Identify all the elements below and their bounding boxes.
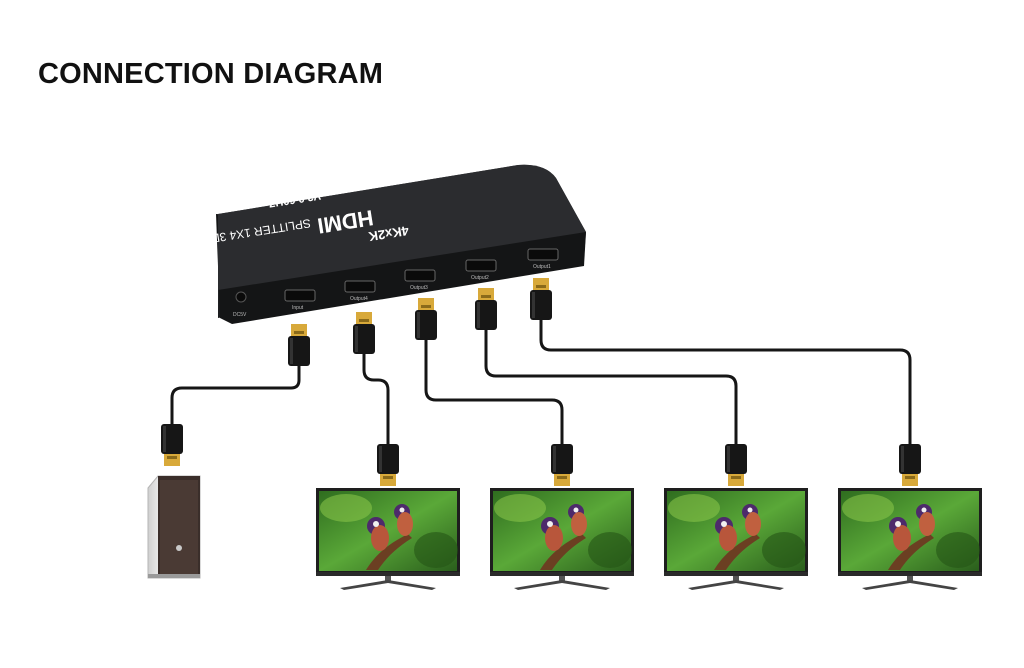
tv-monitor-icon — [838, 488, 982, 590]
cable-output1 — [539, 318, 912, 445]
hdmi-plug-icon — [353, 312, 375, 354]
hdmi-plug-icon — [530, 278, 552, 320]
tv-monitor-icon — [490, 488, 634, 590]
tv-monitor-icon — [316, 488, 460, 590]
port-input-label: Input — [292, 305, 304, 311]
hdmi-plug-icon — [288, 324, 310, 366]
desktop-pc-icon — [147, 475, 201, 579]
cable-output2 — [484, 328, 738, 445]
resolution-label: 4Kx2K — [367, 223, 410, 244]
port-output2-label: Output2 — [471, 275, 489, 281]
port-output1-label: Output1 — [533, 264, 551, 270]
tv-monitor-icon — [664, 488, 808, 590]
port-output2: Output2 — [465, 259, 497, 281]
port-output1: Output1 — [527, 248, 559, 270]
cables — [170, 318, 912, 445]
cable-output3 — [424, 340, 564, 445]
port-output4-label: Output4 — [350, 296, 368, 302]
diagram-title: CONNECTION DIAGRAM — [38, 58, 384, 90]
hdmi-plug-icon — [475, 288, 497, 330]
hdmi-plug-icon — [551, 444, 573, 486]
cable-output4 — [362, 352, 390, 445]
hdmi-plug-icon — [725, 444, 747, 486]
port-dc5v-label: DC5V — [233, 312, 247, 318]
port-output4: Output4 — [344, 280, 376, 302]
hdmi-splitter-device: 4Kx2K HDMI SPLITTER 1X4 3D V2.0 60HZ DC5… — [210, 164, 586, 324]
hdmi-plug-icon — [377, 444, 399, 486]
port-dc5v: DC5V — [233, 291, 247, 318]
hdmi-plug-icon — [415, 298, 437, 340]
port-input: Input — [284, 289, 316, 311]
hdmi-plug-icon — [161, 424, 183, 466]
hdmi-plug-icon — [899, 444, 921, 486]
cable-input — [170, 366, 301, 424]
port-output3: Output3 — [404, 269, 436, 291]
port-output3-label: Output3 — [410, 285, 428, 291]
